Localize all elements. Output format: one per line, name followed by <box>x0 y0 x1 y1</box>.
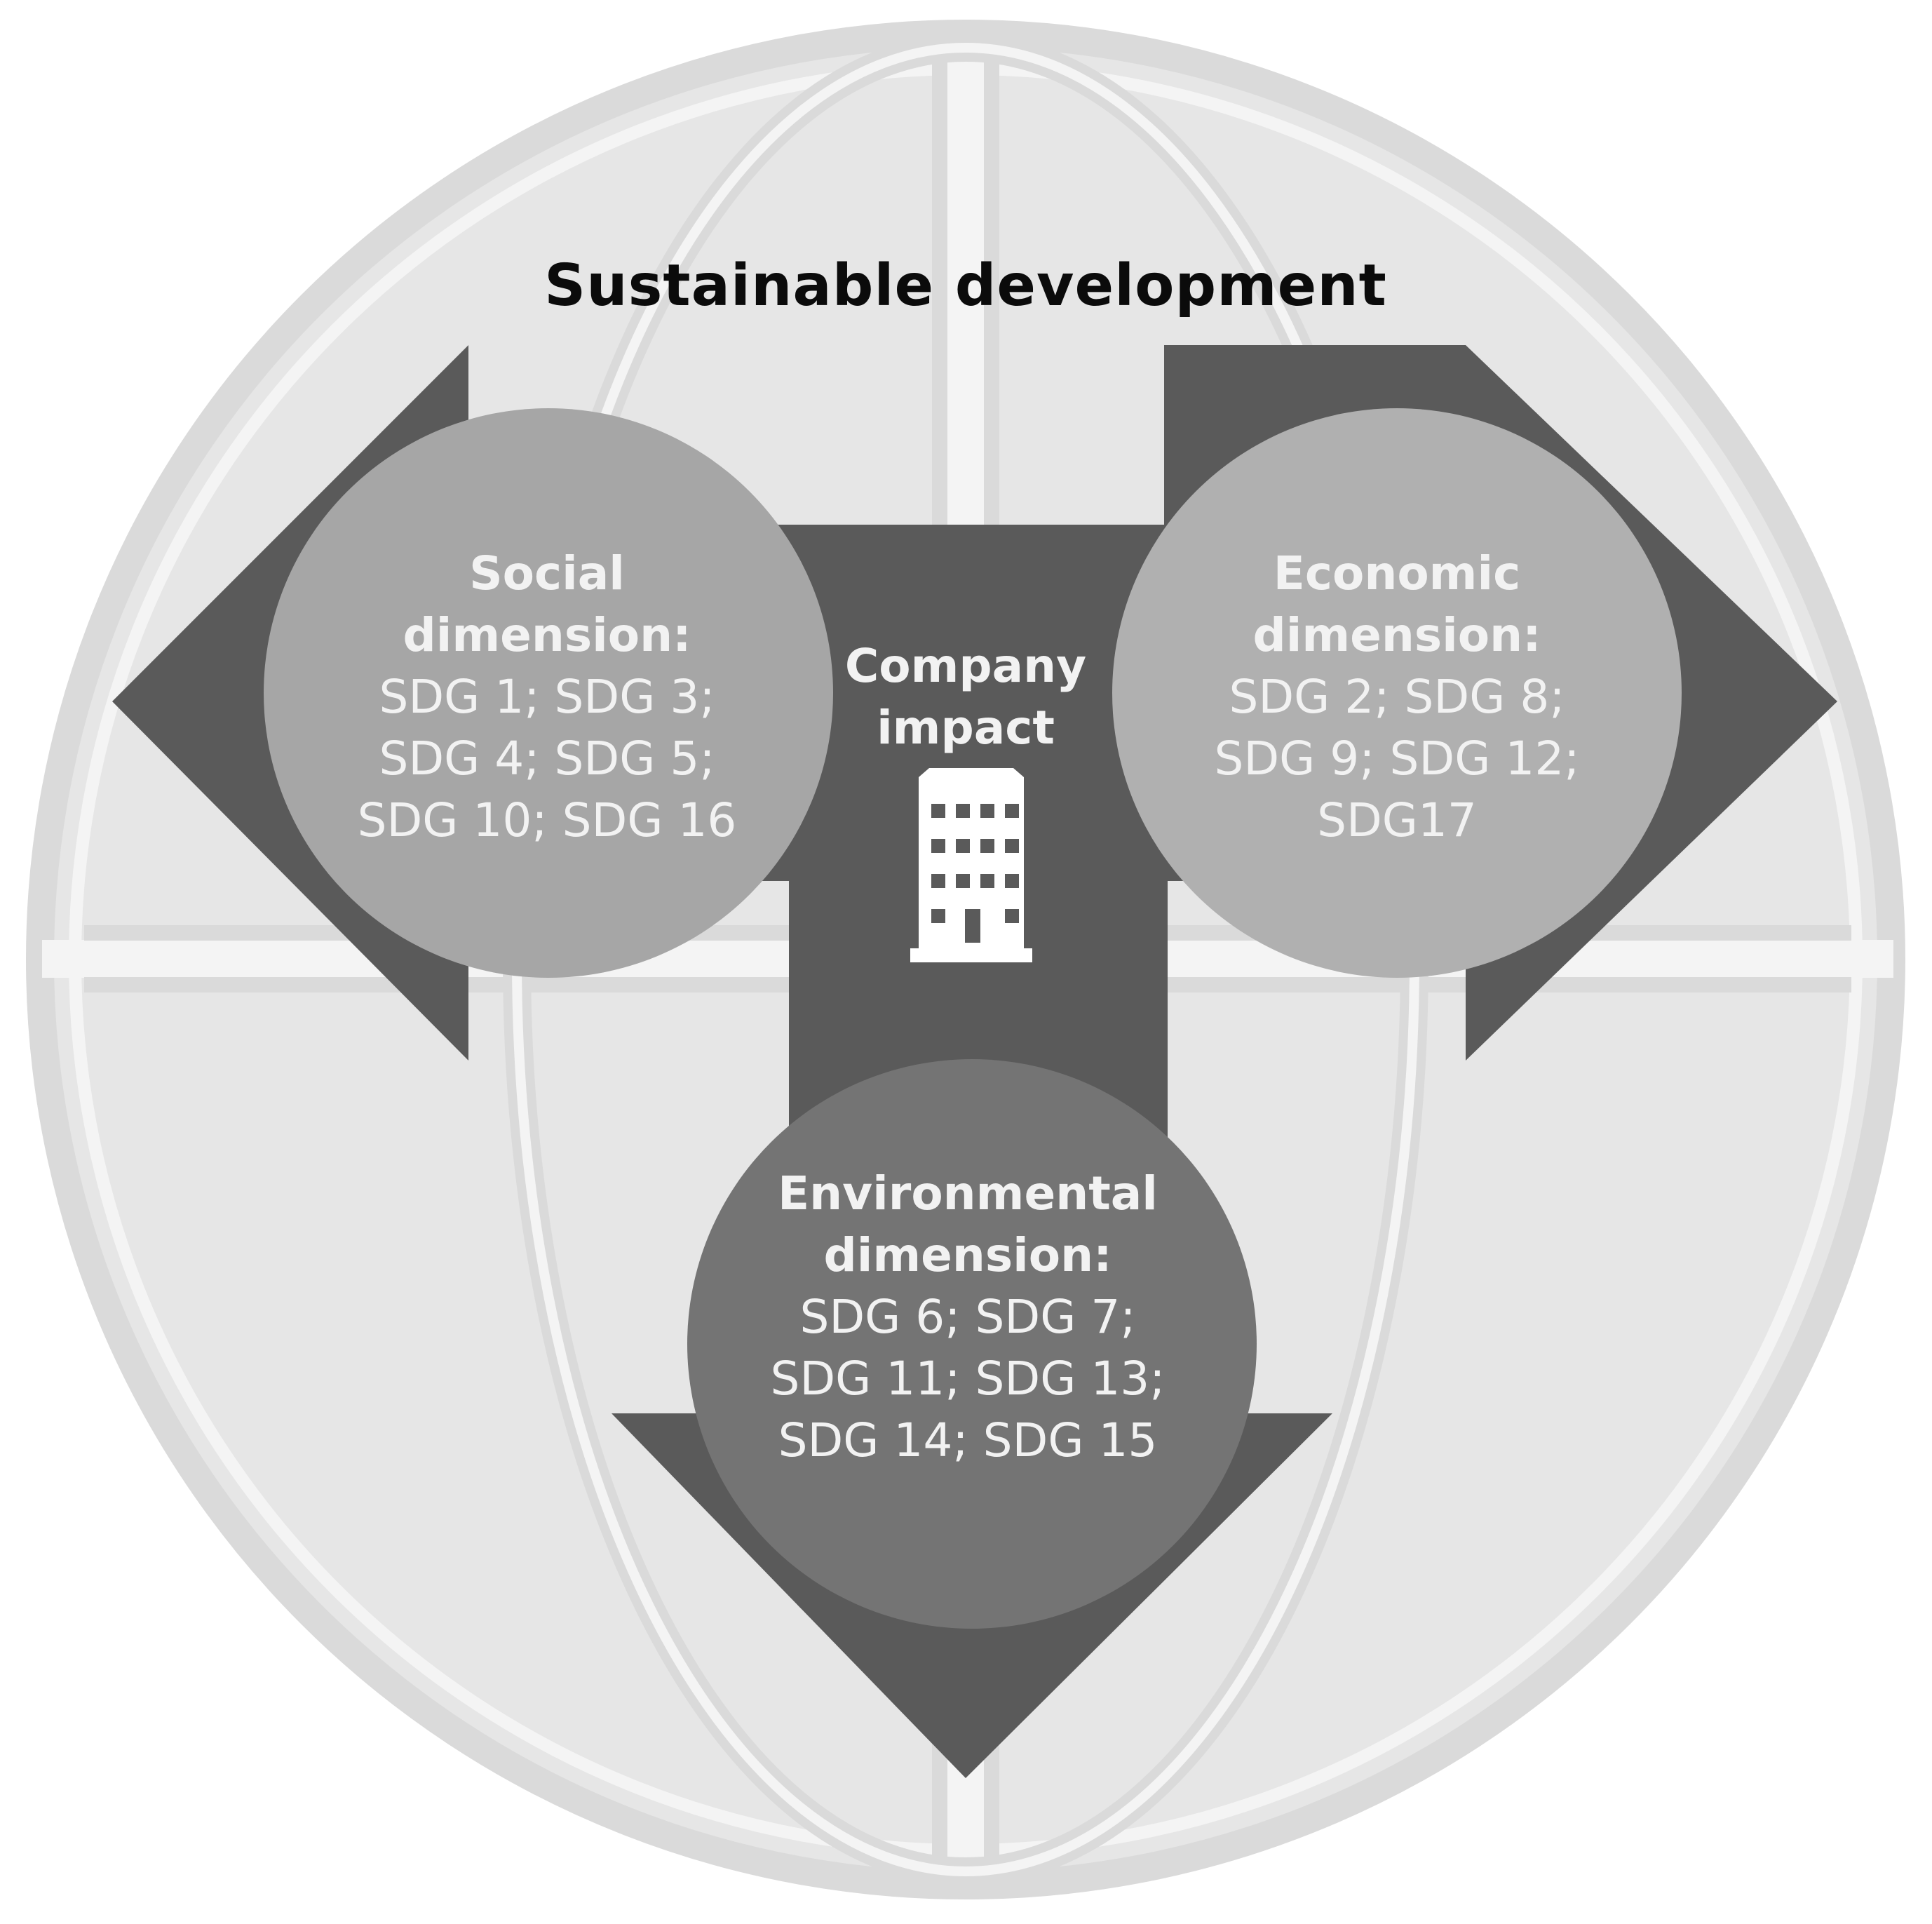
environmental-dimension: Environmental dimension: SDG 6; SDG 7; S… <box>757 1163 1178 1472</box>
economic-dimension: Economic dimension: SDG 2; SDG 8; SDG 9;… <box>1187 543 1607 852</box>
social-dimension-sdgs: SDG 1; SDG 3; SDG 4; SDG 5; SDG 10; SDG … <box>357 670 737 847</box>
social-dimension-heading: Social dimension: <box>403 546 691 662</box>
economic-circle <box>1112 408 1682 978</box>
social-circle <box>264 408 833 978</box>
page-title: Sustainable development <box>544 253 1387 319</box>
economic-dimension-sdgs: SDG 2; SDG 8; SDG 9; SDG 12; SDG17 <box>1214 670 1580 847</box>
building-icon <box>910 768 1032 962</box>
environmental-dimension-heading: Environmental dimension: <box>778 1166 1158 1282</box>
economic-dimension-heading: Economic dimension: <box>1252 546 1541 662</box>
company-impact-label: Company impact <box>844 639 1087 755</box>
environmental-dimension-sdgs: SDG 6; SDG 7; SDG 11; SDG 13; SDG 14; SD… <box>770 1290 1166 1467</box>
environmental-circle <box>687 1059 1257 1629</box>
social-dimension: Social dimension: SDG 1; SDG 3; SDG 4; S… <box>337 543 757 852</box>
